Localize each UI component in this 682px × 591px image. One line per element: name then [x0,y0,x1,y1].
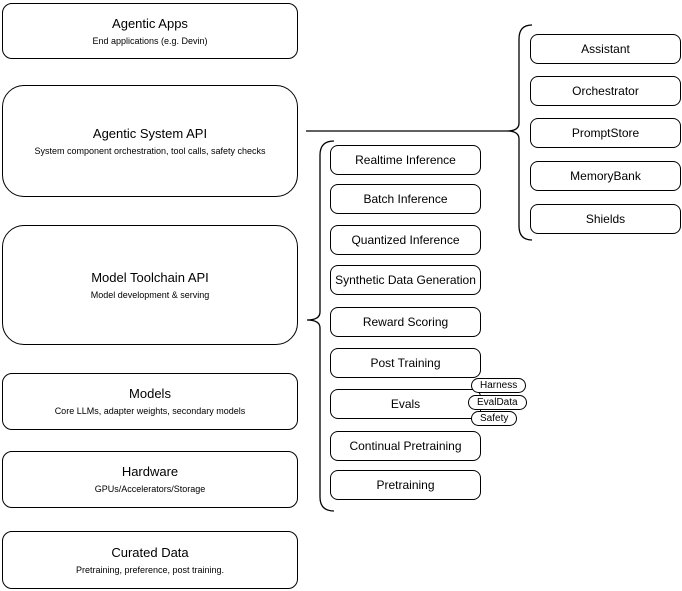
pill-safety: Safety [471,411,518,426]
node-realtime-inference: Realtime Inference [330,145,481,175]
node-curated-data-subtitle: Pretraining, preference, post training. [75,564,225,575]
node-quantized-inference: Quantized Inference [330,225,481,255]
pill-evaldata: EvalData [468,395,527,410]
node-model-toolchain-api: Model Toolchain API Model development & … [2,225,298,345]
node-reward-scoring: Reward Scoring [330,307,481,337]
pill-harness: Harness [471,378,527,393]
node-agentic-system-api-subtitle: System component orchestration, tool cal… [34,145,266,156]
node-hardware-subtitle: GPUs/Accelerators/Storage [94,484,206,494]
node-models: Models Core LLMs, adapter weights, secon… [2,373,298,430]
node-continual-pretraining: Continual Pretraining [330,431,481,461]
node-agentic-apps-title: Agentic Apps [112,15,188,31]
node-agentic-apps: Agentic Apps End applications (e.g. Devi… [2,3,298,59]
node-promptstore: PromptStore [530,118,681,148]
node-models-subtitle: Core LLMs, adapter weights, secondary mo… [54,406,246,416]
bracket-toolchain [306,140,335,512]
node-model-toolchain-api-subtitle: Model development & serving [90,289,210,300]
node-curated-data: Curated Data Pretraining, preference, po… [2,531,298,589]
node-model-toolchain-api-title: Model Toolchain API [91,269,209,285]
node-agentic-system-api: Agentic System API System component orch… [2,85,298,197]
bracket-system-components [506,24,533,241]
node-agentic-apps-subtitle: End applications (e.g. Devin) [92,35,208,46]
node-batch-inference: Batch Inference [330,184,481,214]
node-post-training: Post Training [330,348,481,378]
node-evals: Evals [330,389,481,419]
node-models-title: Models [129,386,171,401]
node-synthetic-data-generation: Synthetic Data Generation [330,265,481,295]
node-agentic-system-api-title: Agentic System API [92,125,208,141]
node-curated-data-title: Curated Data [111,544,189,560]
node-hardware-title: Hardware [121,464,179,479]
node-pretraining: Pretraining [330,470,481,500]
node-orchestrator: Orchestrator [530,76,681,106]
node-memorybank: MemoryBank [530,161,681,191]
node-hardware: Hardware GPUs/Accelerators/Storage [2,451,298,508]
node-shields: Shields [530,204,681,234]
node-assistant: Assistant [530,34,681,64]
